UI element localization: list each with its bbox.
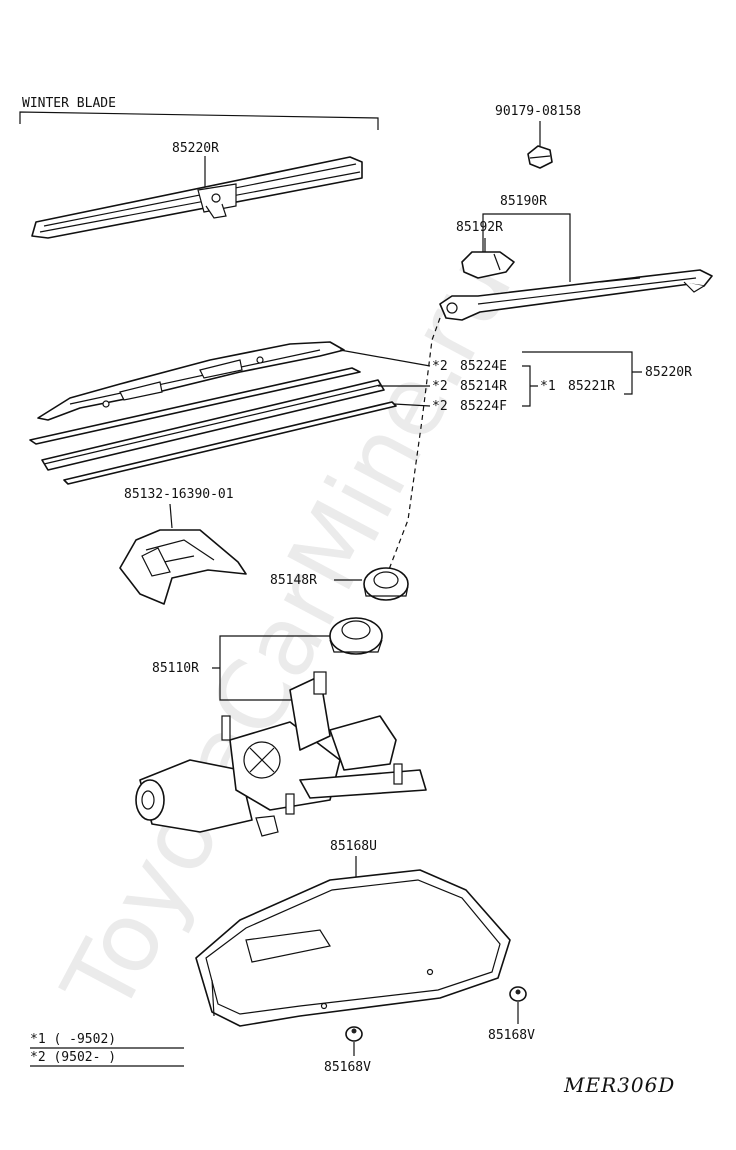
- nut-85148R[interactable]: [363, 567, 409, 601]
- clip-85168V-left[interactable]: [345, 1026, 363, 1042]
- winter-blade[interactable]: [31, 156, 363, 239]
- part-85168U-label[interactable]: 85168U: [330, 839, 377, 854]
- part-85224E-label[interactable]: 85224E: [460, 359, 507, 374]
- part-85220R-top-label[interactable]: 85220R: [172, 141, 219, 156]
- bracket-85220R-right: [522, 351, 642, 395]
- marker-star2-b: *2: [432, 379, 448, 394]
- part-85168V-left-label[interactable]: 85168V: [324, 1060, 371, 1075]
- clip-85168V-right[interactable]: [509, 986, 527, 1002]
- blade-insert-85224F[interactable]: [63, 401, 397, 485]
- bracket-star1: [522, 365, 538, 407]
- part-90179-label[interactable]: 90179-08158: [495, 104, 581, 119]
- leader-85190R: [482, 213, 571, 282]
- blade-85220R[interactable]: [37, 341, 345, 421]
- diagram-code: MER306D: [563, 1073, 675, 1097]
- nut-90179[interactable]: [527, 145, 553, 169]
- part-85220R-right-label[interactable]: 85220R: [645, 365, 692, 380]
- leader-85110R: [212, 635, 330, 701]
- winter-blade-bracket: [19, 111, 379, 130]
- legend-line-1: *1 ( -9502): [30, 1032, 116, 1047]
- leader-85224E: [339, 349, 431, 367]
- tray-85168U[interactable]: [195, 869, 511, 1027]
- wiper-arm-85190R[interactable]: [439, 269, 713, 321]
- part-85224F-label[interactable]: 85224F: [460, 399, 507, 414]
- marker-star2-a: *2: [432, 359, 448, 374]
- part-85190R-label[interactable]: 85190R: [500, 194, 547, 209]
- cover-85132[interactable]: [119, 529, 247, 605]
- marker-star2-c: *2: [432, 399, 448, 414]
- part-85148R-label[interactable]: 85148R: [270, 573, 317, 588]
- wiper-motor-85110R[interactable]: [135, 671, 427, 837]
- leader-85224F: [393, 403, 431, 407]
- blade-insert-85224E[interactable]: [41, 379, 385, 471]
- leader-85132: [169, 503, 173, 529]
- part-85168V-right-label[interactable]: 85168V: [488, 1028, 535, 1043]
- grommet-85110R[interactable]: [329, 617, 383, 655]
- part-85192R-label[interactable]: 85192R: [456, 220, 503, 235]
- cap-85192R[interactable]: [461, 251, 515, 279]
- winter-blade-label: WINTER BLADE: [22, 96, 116, 111]
- marker-star1: *1: [540, 379, 556, 394]
- blade-rubber-85214R[interactable]: [29, 367, 361, 445]
- part-85110R-label[interactable]: 85110R: [152, 661, 199, 676]
- part-85132-label[interactable]: 85132-16390-01: [124, 487, 234, 502]
- part-85221R-label[interactable]: 85221R: [568, 379, 615, 394]
- part-85214R-label[interactable]: 85214R: [460, 379, 507, 394]
- legend-line-2: *2 (9502- ): [30, 1050, 116, 1065]
